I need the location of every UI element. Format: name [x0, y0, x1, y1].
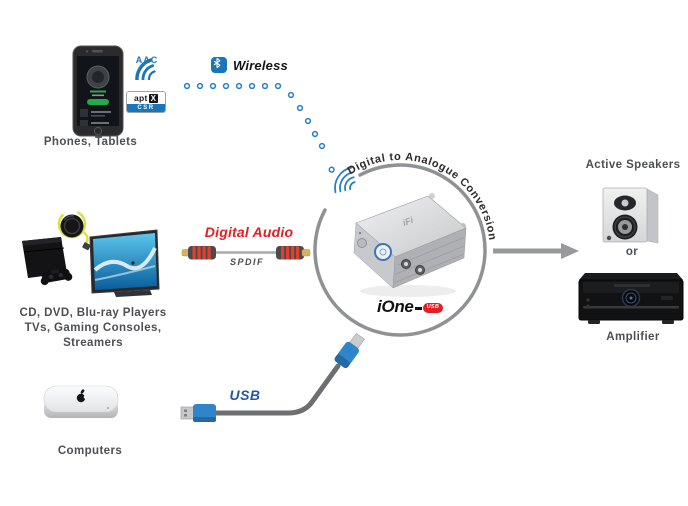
wireless-dotted-path — [183, 82, 326, 150]
computers-label: Computers — [57, 445, 123, 457]
phones-tablets-label: Phones, Tablets — [43, 136, 138, 148]
spdif-label: SPDIF — [229, 257, 264, 267]
csr-label: CSR — [127, 104, 165, 112]
amplifier-image — [578, 273, 684, 324]
active-speakers-label: Active Speakers — [585, 159, 681, 171]
usb-a-plug — [180, 404, 216, 422]
players-label-line1: CD, DVD, Blu-ray Players — [19, 307, 167, 319]
dac-circle — [313, 163, 487, 337]
speaker-image — [602, 187, 659, 244]
ps4-image — [22, 237, 73, 286]
ifi-ione-device-image: iFi — [353, 193, 467, 297]
wireless-label: Wireless — [233, 58, 288, 73]
mac-mini-image — [43, 385, 119, 418]
aac-logo: AAC — [129, 54, 165, 80]
output-arrow — [493, 243, 579, 259]
players-label: CD, DVD, Blu-ray Players TVs, Gaming Con… — [0, 306, 186, 351]
ione-badge: USB — [422, 302, 444, 314]
usb-label: USB — [229, 387, 261, 403]
aptx-x-mark: X — [148, 93, 158, 103]
ione-product-name: iOne — [377, 297, 414, 316]
tv-image — [89, 229, 160, 297]
spdif-cable-image — [181, 246, 311, 260]
bluetooth-icon — [211, 57, 227, 73]
aptx-word: apt — [134, 93, 148, 103]
players-label-line2: TVs, Gaming Consoles, Streamers — [24, 322, 162, 349]
digital-audio-label: Digital Audio — [204, 224, 294, 240]
usb-b-plug — [334, 332, 365, 369]
chromecast-image — [57, 209, 91, 251]
amplifier-label: Amplifier — [606, 331, 660, 343]
signal-waves-icon — [328, 166, 356, 194]
device-top-logo: iFi — [401, 215, 415, 228]
aac-waves-icon — [135, 58, 156, 80]
ione-logo-dash — [414, 307, 422, 310]
ione-logo: iOne USB — [377, 297, 444, 317]
usb-cable-image — [180, 332, 365, 422]
or-label: or — [625, 246, 639, 258]
aptx-logo: apt X CSR — [126, 91, 166, 113]
phone-image — [72, 45, 124, 137]
